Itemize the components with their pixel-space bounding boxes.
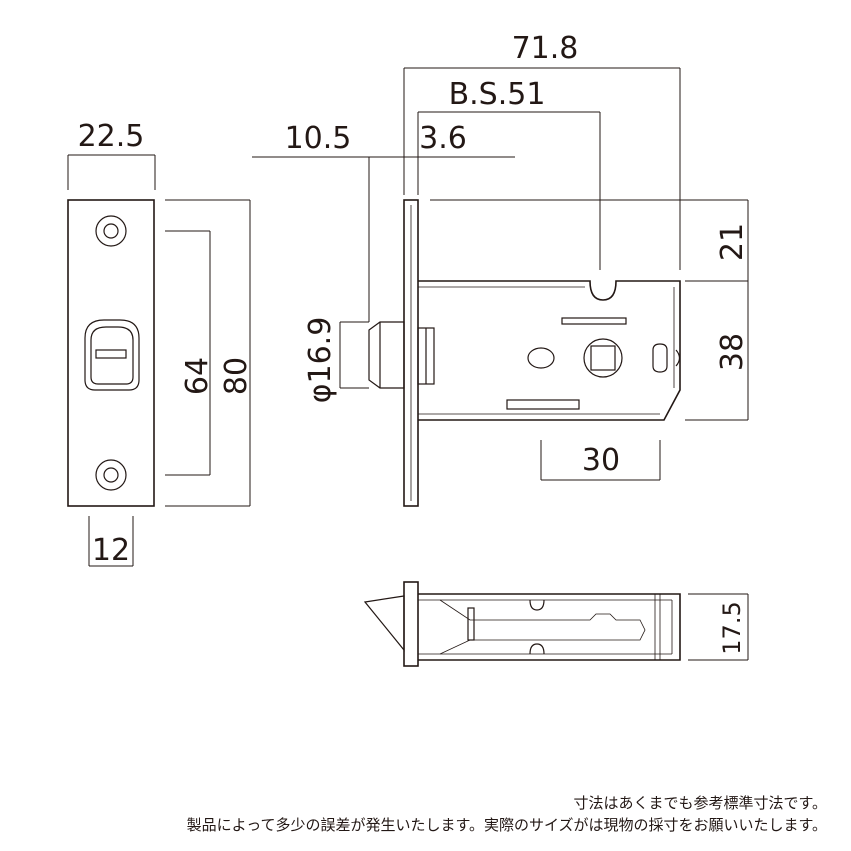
dim-screw-pitch: 64: [180, 357, 215, 395]
dim-front-offset: 10.5: [285, 121, 352, 156]
lock-side-view: [368, 199, 681, 507]
note-line-2: 製品によって多少の誤差が発生いたします。実際のサイズがは現物の採寸をお願いいたし…: [186, 816, 827, 834]
dim-plate-width: 22.5: [78, 119, 145, 154]
dim-plate-height-lines: [165, 199, 251, 507]
dim-plate-width-lines: [67, 154, 156, 190]
dim-latch-width-lines: [88, 516, 134, 567]
dim-case-top-offset: 21: [715, 223, 750, 261]
dim-plate-thickness: 3.6: [419, 121, 467, 156]
dim-overall-length: 71.8: [512, 31, 579, 66]
dim-case-depth: 17.5: [718, 601, 746, 654]
dim-side-view-lines: [252, 67, 749, 481]
note-line-1: 寸法はあくまでも参考標準寸法です。: [573, 794, 827, 812]
dim-latch-width: 12: [92, 533, 130, 568]
dim-screw-pitch-lines: [165, 230, 211, 476]
dim-depth-lines: [688, 593, 749, 661]
dim-plate-height: 80: [219, 357, 254, 395]
dim-backset: B.S.51: [449, 77, 546, 112]
lock-bottom-view: [363, 581, 681, 667]
face-plate-front-view: [67, 199, 155, 507]
dim-spindle-offset: 30: [582, 443, 620, 478]
dim-latch-diameter: φ16.9: [303, 317, 338, 404]
dim-case-height: 38: [715, 333, 750, 371]
